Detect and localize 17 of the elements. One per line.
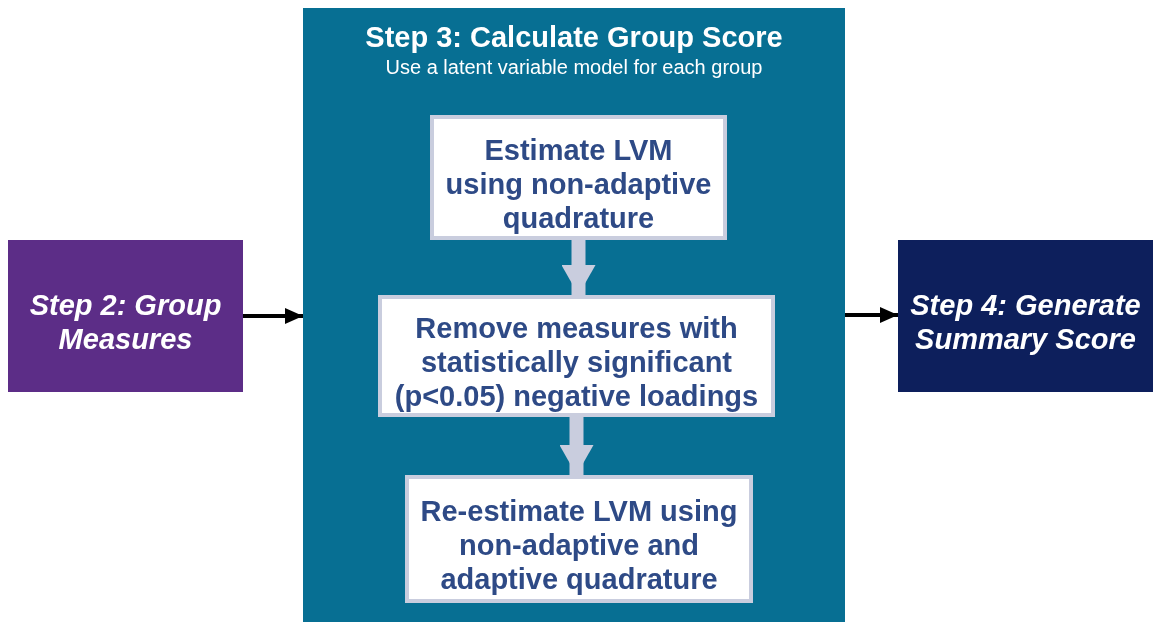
arrow (845, 307, 898, 323)
box-label: Estimate LVM using non-adaptive quadrature (444, 132, 713, 235)
process-box (898, 240, 1153, 392)
process-box (8, 240, 243, 392)
process-box (378, 295, 775, 417)
arrow (243, 308, 303, 324)
process-box (405, 475, 753, 603)
arrow (561, 240, 596, 295)
panel-subtitle: Use a latent variable model for each group (385, 55, 763, 80)
arrow (559, 417, 594, 475)
box-label: Re-estimate LVM using non-adaptive and adaptive quadrature (419, 494, 739, 596)
box-label: Remove measures with statistically significant (p<0.05) negative loadings (393, 311, 760, 413)
panel-title: Step 3: Calculate Group Score (365, 20, 783, 54)
group-panel (303, 8, 845, 622)
process-box (430, 115, 727, 240)
box-label: Step 2: Group Measures (28, 288, 223, 356)
box-label: Step 4: Generate Summary Score (909, 288, 1142, 356)
